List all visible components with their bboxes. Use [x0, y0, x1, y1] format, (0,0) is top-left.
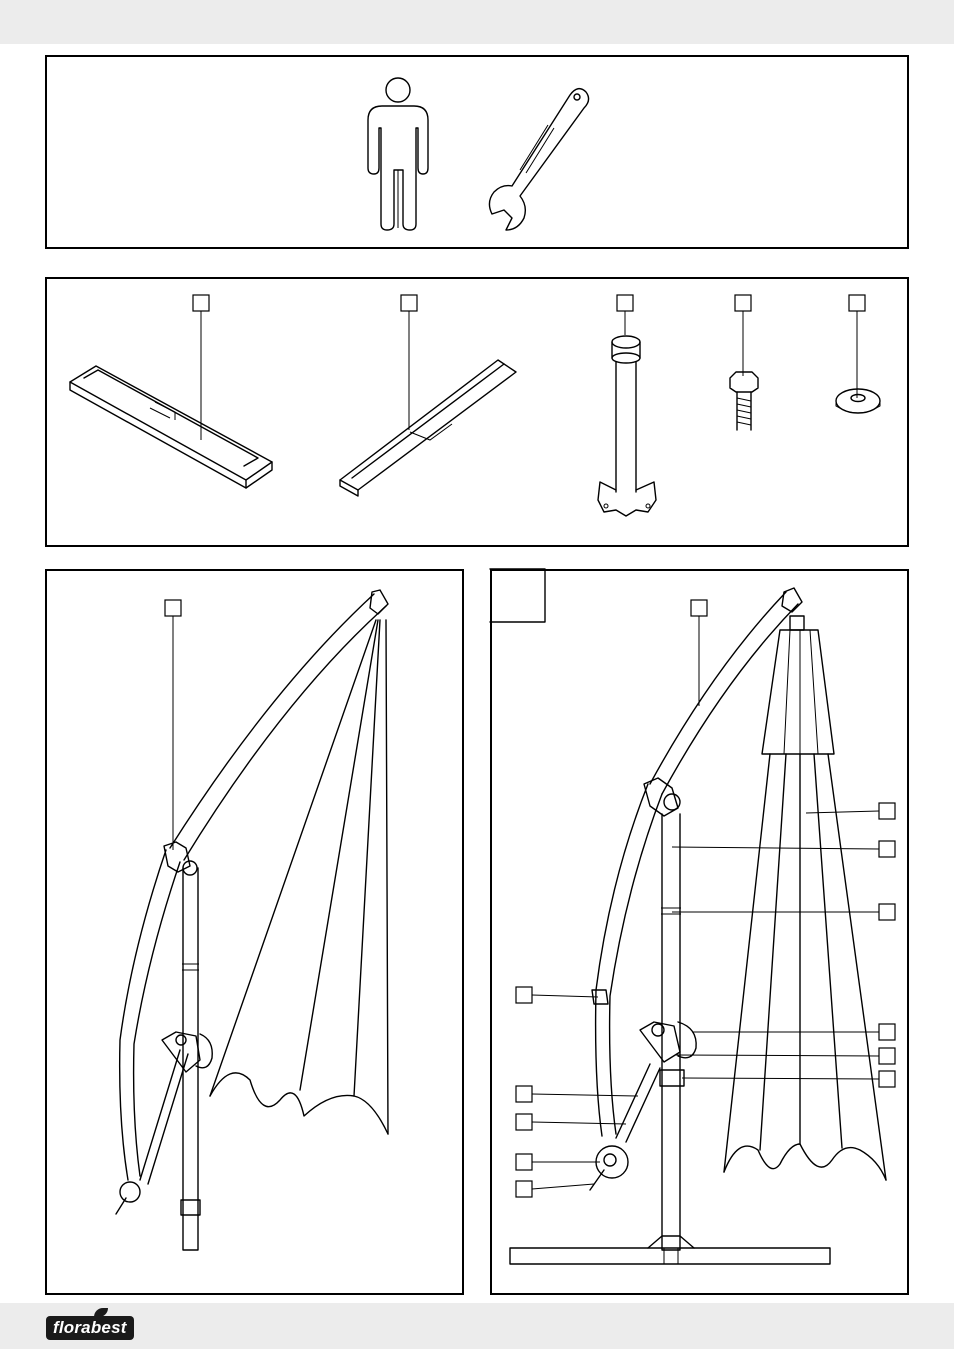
assembled-label-box: [515, 986, 533, 1004]
assembled-label-box: [878, 802, 896, 820]
person-icon: [367, 77, 429, 231]
tools-panel: [45, 55, 909, 249]
assembled-label-box: [515, 1113, 533, 1131]
assembled-label-box: [878, 1070, 896, 1088]
base-bar-1: [69, 365, 273, 489]
folded-umbrella: [115, 589, 389, 1251]
part-label-box: [192, 294, 210, 312]
footer-band: [0, 1303, 954, 1349]
assembled-label-box: [515, 1153, 533, 1171]
header-band: [0, 0, 954, 44]
assembled-label-box: [515, 1180, 533, 1198]
folded-umbrella-panel: [45, 569, 464, 1295]
assembled-label-box: [515, 1085, 533, 1103]
assembled-label-box: [878, 1023, 896, 1041]
hex-bolt: [729, 371, 759, 431]
logo-leaf-icon: [94, 1308, 108, 1317]
assembled-label-box: [878, 903, 896, 921]
folded-label-box: [164, 599, 182, 617]
wrench-icon: [488, 87, 590, 231]
washer: [835, 388, 881, 414]
parts-panel: [45, 277, 909, 547]
part-label-box: [400, 294, 418, 312]
assembled-umbrella: [509, 587, 887, 1265]
pole-stand: [597, 335, 657, 517]
part-label-box: [848, 294, 866, 312]
assembled-label-box: [878, 840, 896, 858]
assembled-label-box: [690, 599, 708, 617]
brand-logo: florabest: [46, 1316, 134, 1340]
part-label-box: [616, 294, 634, 312]
part-label-box: [734, 294, 752, 312]
base-bar-2: [339, 359, 517, 497]
step-number-tab: [489, 568, 546, 623]
assembled-label-box: [878, 1047, 896, 1065]
